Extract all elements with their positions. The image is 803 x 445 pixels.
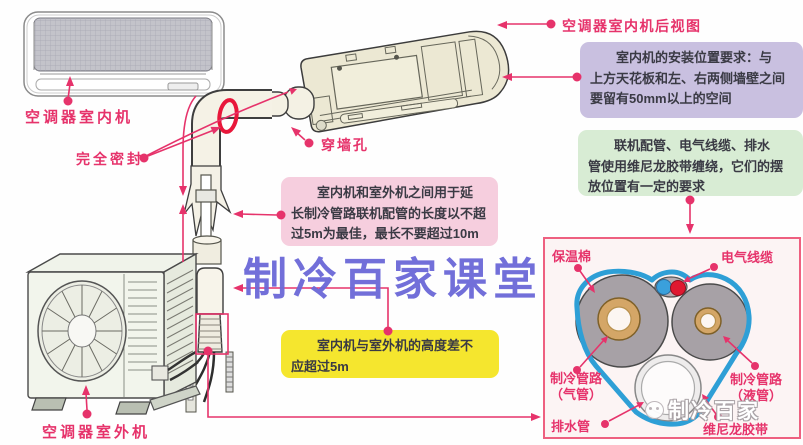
annotations	[63, 19, 759, 428]
watermark-main: 制冷百家课堂	[243, 255, 543, 304]
label-drain-pipe: 排水管	[551, 419, 591, 434]
brand-logo-icon	[645, 401, 664, 419]
label-electric-cable: 电气线缆	[721, 250, 774, 265]
label-vinylon-tape: 维尼龙胶带	[703, 422, 769, 437]
indoor-unit-rear-illustration	[300, 30, 510, 133]
indoor-unit-front-illustration	[23, 11, 225, 97]
label-insulation-cotton: 保温棉	[552, 249, 592, 264]
note-wrap-requirement: 联机配管、电气线缆、排水 管使用维尼龙胶带缠绕，它们的摆 放位置有一定的要求	[578, 130, 803, 196]
label-gas-pipe: 制冷管路 （气管）	[549, 371, 602, 403]
label-rear-view-title: 空调器室内机后视图	[562, 18, 702, 34]
watermark-corner-text: 制冷百家	[668, 400, 760, 423]
label-indoor-unit: 空调器室内机	[25, 109, 134, 126]
label-fully-sealed: 完全密封	[76, 151, 144, 167]
label-wall-hole: 穿墙孔	[321, 137, 369, 153]
note-height-difference: 室内机与室外机的高度差不 应超过5m	[281, 330, 499, 378]
label-outdoor-unit: 空调器室外机	[42, 424, 151, 441]
note-install-position: 室内机的安装位置要求：与 上方天花板和左、右两侧墙壁之间 要留有50mm以上的空…	[580, 42, 803, 118]
watermark-corner: 制冷百家	[645, 395, 760, 425]
note-pipe-length: 室内机和室外机之间用于延 长制冷管路联机配管的长度以不超 过5m为最佳，最长不要…	[281, 177, 498, 246]
outdoor-unit-illustration	[25, 252, 201, 415]
label-liquid-pipe: 制冷管路 （液管）	[729, 372, 782, 404]
